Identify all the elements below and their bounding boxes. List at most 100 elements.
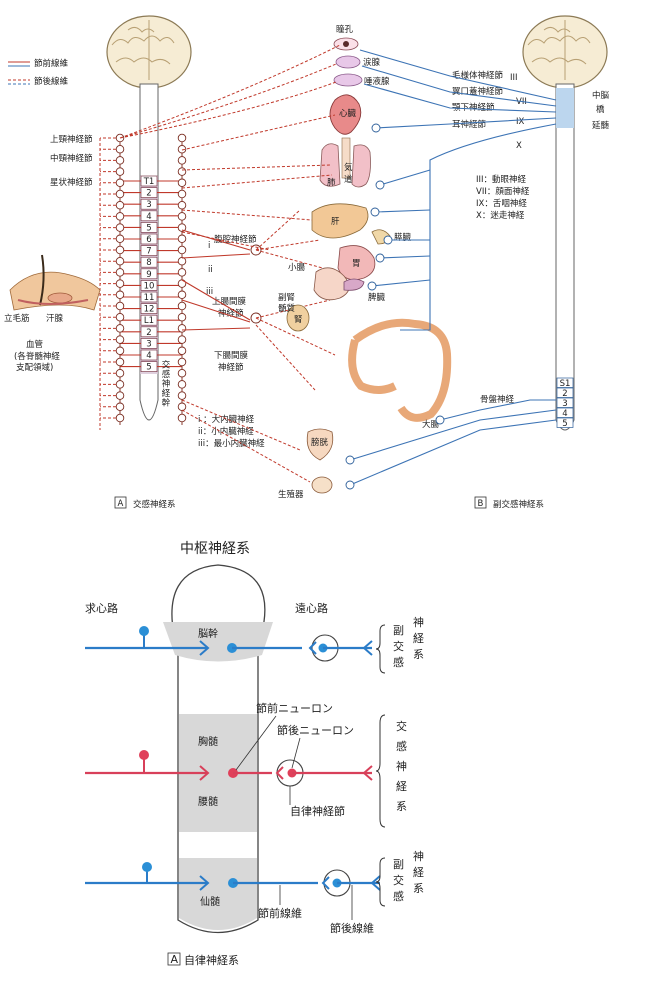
pelvic-nerve-label: 骨盤神経 [480, 394, 515, 405]
para-bottom-col2: 神 [413, 849, 424, 863]
segment-label: 11 [144, 293, 155, 303]
celiac-label: 腹腔神経節 [214, 234, 257, 245]
organ-pupil: 瞳孔 [336, 24, 354, 35]
schema-post-fiber: 節後線維 [330, 921, 374, 935]
chain-ganglion [115, 301, 125, 311]
chain-ganglion [115, 324, 125, 333]
chain-ganglion [177, 312, 187, 322]
chain-ganglion [177, 200, 187, 210]
chain-ganglion [115, 380, 125, 389]
splanchnic-note-1: i ：大内臓神経 [198, 414, 255, 425]
ganglion-label-middle-cervical: 中頸神経節 [50, 153, 93, 164]
inf-mes-label-2: 神経節 [218, 362, 244, 373]
cranial-note-3: III：動眼神経 [476, 174, 527, 185]
organ-spleen: 脾臓 [368, 292, 386, 303]
symp-col: 交 [396, 719, 407, 733]
schema-lumbar: 腰髄 [198, 795, 218, 808]
organ-pancreas: 膵臓 [394, 232, 412, 243]
chain-ganglion [115, 212, 125, 221]
segment-label: L1 [144, 316, 154, 326]
sacral-segment-label: S1 [560, 379, 571, 389]
para-top-col2: 神 [413, 615, 424, 629]
chain-ganglion [115, 144, 125, 154]
skin-structure: 立毛筋 汗腺 血管 (各脊髄神経 支配領域) [4, 254, 101, 373]
organ-liver: 肝 [331, 217, 340, 227]
ganglion-label-stellate: 星状神経節 [50, 177, 93, 188]
organ-genital: 生殖器 [278, 489, 304, 500]
segment-label: 2 [146, 328, 151, 338]
chain-ganglion [177, 357, 187, 367]
chain-ganglion [115, 346, 125, 356]
roman-ii: ii [208, 265, 213, 275]
organ-heart: 心臓 [339, 108, 357, 119]
legend-post-label: 節後線維 [34, 76, 69, 87]
splanchnic-note-3: iii：最小内臓神経 [198, 438, 265, 449]
chain-ganglion [115, 335, 125, 344]
schema-title: 中枢神経系 [180, 541, 250, 557]
bladder-icon [306, 428, 334, 461]
para-ganglion-submandibular: 顎下神経節 [452, 102, 495, 113]
para-top-col1: 副 [393, 624, 404, 637]
segment-label: 4 [146, 351, 151, 361]
schema-sacral: 仙髄 [200, 895, 220, 908]
schema-afferent: 求心路 [85, 602, 118, 615]
segment-label: 2 [146, 189, 151, 199]
chain-ganglion [115, 178, 125, 188]
chain-ganglion [177, 335, 187, 344]
chain-ganglion [115, 268, 125, 277]
chain-ganglion [177, 144, 187, 154]
symp-col: 神 [396, 759, 407, 773]
autonomic-schema: 中枢神経系 脳幹 胸髄 腰髄 仙髄 [85, 541, 424, 967]
segment-label: 5 [146, 223, 151, 233]
segment-label: 5 [146, 363, 151, 373]
cranial-note-9: IX：舌咽神経 [476, 198, 527, 209]
skin-vessel-label: 血管 [26, 339, 43, 350]
chain-ganglion [115, 402, 125, 412]
chain-ganglion [115, 368, 125, 378]
roman-IX: IX [516, 117, 525, 127]
trunk-vertical: 交感神経幹 [160, 359, 170, 407]
chain-ganglion [115, 189, 125, 199]
roman-i: i [208, 241, 210, 251]
chain-ganglion [115, 223, 125, 232]
chain-ganglion [177, 256, 187, 266]
schema-caption: 自律神経系 [184, 953, 239, 967]
organ-adrenal-1: 副腎 [278, 292, 296, 303]
chain-ganglion [177, 156, 187, 165]
segment-label: 3 [146, 200, 151, 210]
roman-X: X [516, 141, 522, 151]
symp-col: 系 [396, 800, 407, 813]
chain-ganglion [177, 167, 187, 176]
skin-muscle-label: 立毛筋 [4, 313, 30, 324]
chain-ganglion [115, 256, 125, 266]
ganglion-label-superior-cervical: 上頸神経節 [50, 134, 93, 145]
organ-bladder: 膀胱 [311, 437, 329, 448]
roman-VII: VII [516, 97, 527, 107]
schema-efferent: 遠心路 [295, 602, 328, 615]
organ-lacrimal: 涙腺 [363, 57, 381, 68]
brainstem-midbrain: 中脳 [592, 90, 610, 101]
brain-a [106, 15, 192, 89]
spinal-cord-b [555, 83, 575, 431]
chain-ganglion [177, 413, 187, 423]
chain-ganglion [115, 312, 125, 322]
schema-ganglion: 自律神経節 [290, 804, 345, 818]
para-bottom-col1: 交 [393, 873, 404, 887]
segment-label: 12 [144, 305, 155, 315]
para-top-col1: 交 [393, 639, 404, 653]
schema-pre-fiber: 節前線維 [258, 906, 302, 920]
organ-airway-1: 気 [344, 162, 353, 173]
sup-mes-label-2: 神経節 [218, 308, 244, 319]
organ-stomach: 胃 [352, 259, 361, 269]
schema-pre-neuron: 節前ニューロン [256, 701, 333, 715]
para-ganglion-pterygopalatine: 翼口蓋神経節 [452, 86, 504, 97]
cranial-note-10: X：迷走神経 [476, 210, 525, 221]
organs: 瞳孔 涙腺 唾液腺 心臓 肺 気 道 肝 膵臓 胃 小腸 副腎 髄質 腎 [119, 24, 452, 500]
brain-b [522, 15, 608, 89]
chain-ganglion [177, 234, 187, 244]
brainstem-medulla: 延髄 [592, 120, 610, 131]
